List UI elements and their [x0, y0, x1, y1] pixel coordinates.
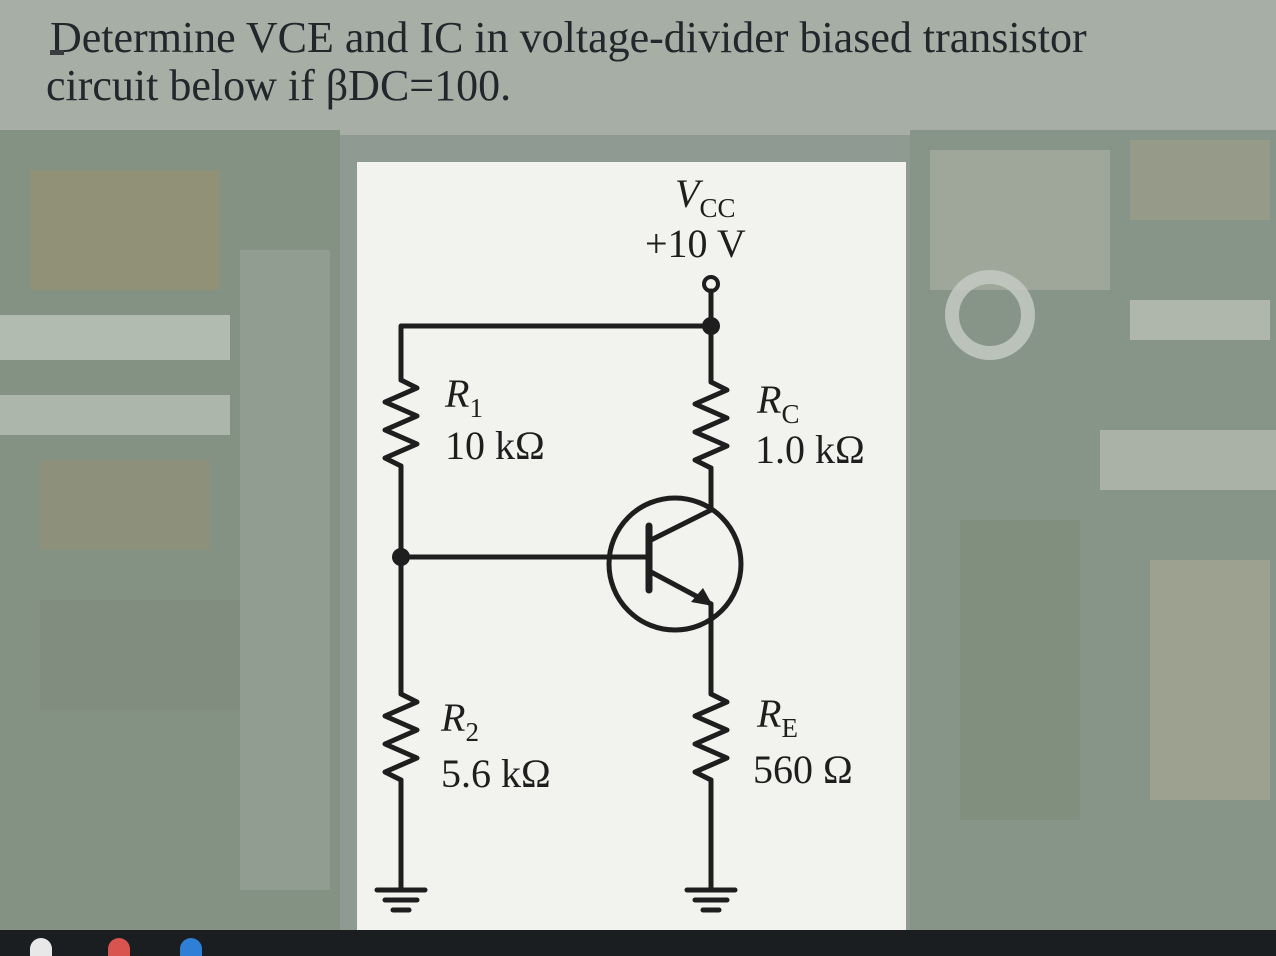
r1-symbol-label: R1 [445, 371, 483, 424]
rc-value-label: 1.0 kΩ [755, 427, 865, 472]
junction-base [392, 548, 410, 566]
app-red-icon [108, 938, 130, 956]
r2-symbol-label: R2 [441, 695, 479, 748]
r2-resistor [382, 691, 420, 783]
transistor-collector [648, 507, 714, 543]
bullet-mark [50, 50, 64, 55]
top-rail [398, 323, 714, 383]
question-text: Determine VCE and IC in voltage-divider … [46, 13, 1270, 110]
rc-symbol-label: RC [757, 377, 800, 430]
circuit-panel: VCC +10 V R1 10 kΩ RC 1.0 kΩ R2 5.6 kΩ R… [357, 162, 906, 932]
r2-value-label: 5.6 kΩ [441, 751, 551, 796]
circuit-schematic [374, 275, 744, 913]
question-line-1: Determine VCE and IC in voltage-divider … [50, 13, 1087, 62]
r1-value-label: 10 kΩ [445, 423, 545, 468]
junction-top [702, 317, 720, 335]
re-value-label: 560 Ω [753, 747, 853, 792]
rc-resistor [692, 379, 730, 471]
printer-icon [30, 938, 52, 956]
app-blue-icon [180, 938, 202, 956]
vcc-symbol-label: VCC [675, 171, 736, 224]
transistor-envelope [606, 495, 744, 633]
question-line-2: circuit below if βDC=100. [46, 61, 512, 110]
r1-resistor [382, 377, 420, 469]
vcc-value-label: +10 V [645, 221, 746, 266]
re-symbol-label: RE [757, 691, 798, 744]
taskbar-strip [0, 930, 1276, 956]
re-resistor [692, 691, 730, 783]
emitter-arrow [691, 588, 713, 606]
